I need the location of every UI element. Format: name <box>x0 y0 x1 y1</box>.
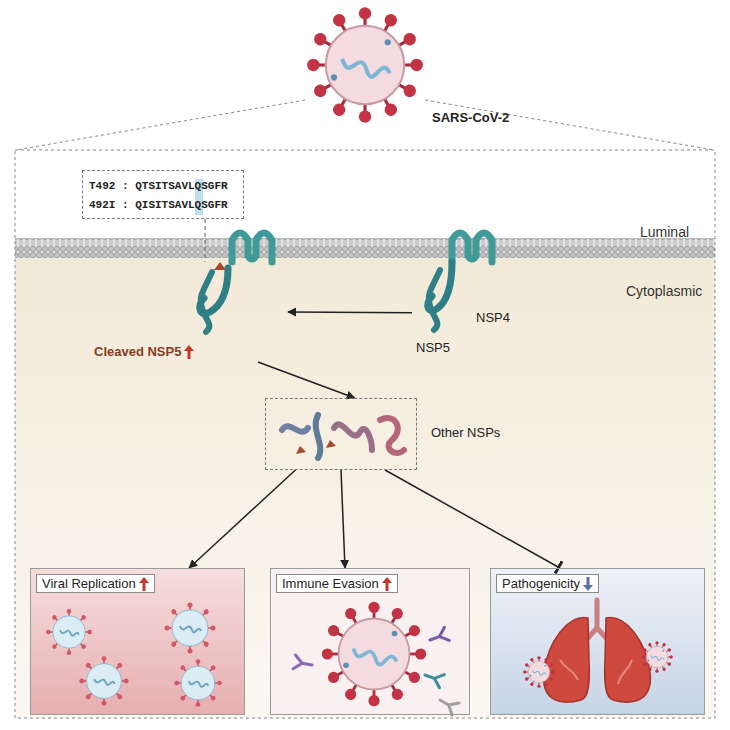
virus-particle <box>174 659 222 707</box>
panel-title-text: Pathogenicity <box>502 576 580 591</box>
virus-particle <box>165 603 216 654</box>
nsp4-protein <box>232 233 272 262</box>
protein-name: Cleaved NSP5 <box>94 344 181 359</box>
outcome-panel: Immune Evasion <box>270 568 470 715</box>
protein-name: NSP4 <box>476 310 510 325</box>
virus-particle <box>641 641 673 673</box>
sequence-text: T492 : QTSITSAVLQSGFR <box>89 179 228 194</box>
protein-complex: NSP4NSP5 <box>412 280 512 362</box>
increase-arrow <box>184 345 194 359</box>
leader-line <box>204 219 205 262</box>
zoom-frame <box>15 150 715 718</box>
virus-name: SARS-CoV-2 <box>432 110 509 125</box>
flow-arrow <box>385 470 560 568</box>
outcome-panel: Viral Replication <box>30 568 245 715</box>
virus-particle <box>322 602 427 707</box>
sequence-row: 492I : QISITSAVLQSGFR <box>89 194 237 213</box>
panel-ground <box>30 568 245 715</box>
sequence-row: T492 : QTSITSAVLQSGFR <box>89 175 237 194</box>
projection-line <box>425 100 714 150</box>
outcome-panel: Pathogenicity <box>490 568 705 715</box>
panel-title: Pathogenicity <box>496 574 599 593</box>
region-label: Cytoplasmic <box>626 283 702 299</box>
panel-title: Immune Evasion <box>276 574 398 593</box>
projection-line <box>16 100 305 150</box>
protein-label: Cleaved NSP5 <box>94 344 194 359</box>
region-label: Luminal <box>640 224 689 240</box>
decrease-arrow <box>583 577 593 591</box>
group-label: Other NSPs <box>431 425 500 440</box>
cleaved-protein: Cleaved NSP5 <box>88 262 288 362</box>
virus-particle <box>79 656 128 705</box>
nsp5-protein <box>429 270 440 330</box>
panel-ground <box>490 568 705 715</box>
panel-title: Viral Replication <box>36 574 155 593</box>
cleavage-mark <box>214 262 226 270</box>
virus-illustration <box>307 7 423 123</box>
panel-title-text: Viral Replication <box>42 576 136 591</box>
panel-ground <box>270 568 470 715</box>
flow-arrow <box>189 470 295 568</box>
lung-illustration <box>544 600 651 702</box>
flow-arrow <box>258 362 355 398</box>
flow-arrow <box>288 311 412 313</box>
nsp-fragments <box>282 415 404 458</box>
virus-particle <box>523 656 555 688</box>
virus-particle <box>46 609 92 655</box>
flow-arrow <box>341 470 345 568</box>
antibody <box>293 627 459 715</box>
nsp5-protein <box>201 272 212 332</box>
increase-arrow <box>139 577 149 591</box>
nsp-group-box: Other NSPs <box>265 398 417 470</box>
membrane <box>15 238 715 258</box>
panel-title-text: Immune Evasion <box>282 576 379 591</box>
cytoplasm-ground <box>15 258 715 718</box>
nsp4-protein <box>452 233 492 262</box>
protein-name: NSP5 <box>416 340 450 355</box>
sequence-text: 492I : QISITSAVLQSGFR <box>89 198 228 213</box>
increase-arrow <box>382 577 392 591</box>
sequence-box: T492 : QTSITSAVLQSGFR 492I : QISITSAVLQSG… <box>82 170 244 219</box>
